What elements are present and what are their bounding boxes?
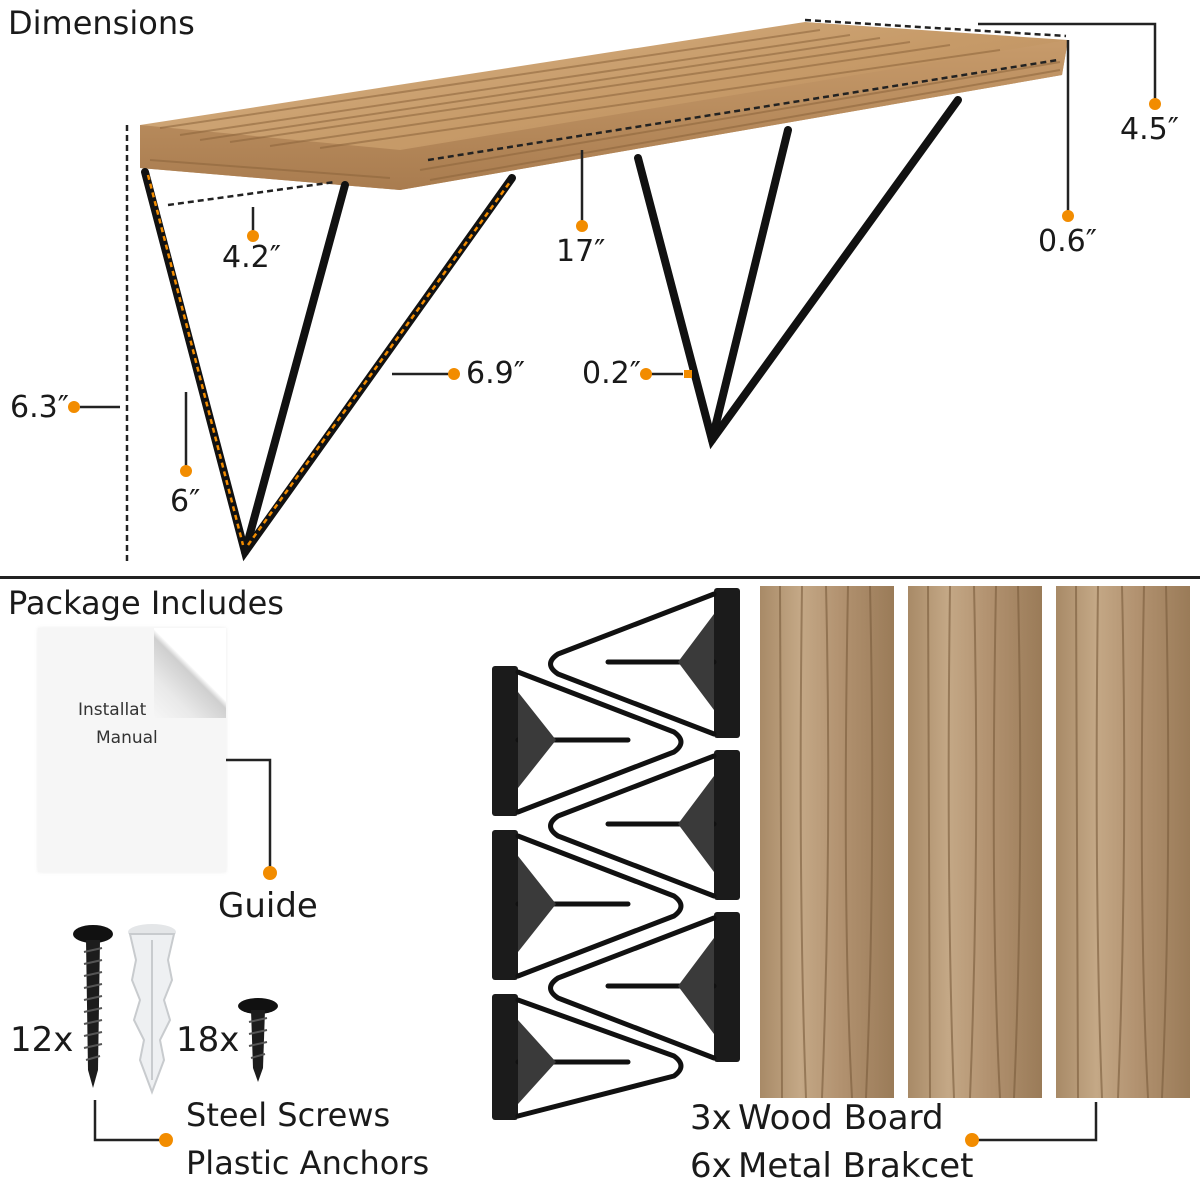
- plastic-anchor-icon: [128, 924, 176, 1095]
- anchors-count: 18x: [176, 1020, 240, 1060]
- package-title: Package Includes: [8, 584, 284, 622]
- hardware-illustration: [73, 924, 278, 1147]
- manual-text-1: Installat: [78, 700, 147, 720]
- bracket-icon: [548, 750, 740, 900]
- boards-count: 3x: [690, 1098, 732, 1138]
- bracket-icon: [548, 588, 740, 738]
- installation-manual: Installat Manual: [38, 628, 226, 872]
- steel-screw-icon: [73, 925, 113, 1088]
- bracket-icon: [492, 830, 684, 980]
- bracket-icon: [492, 994, 684, 1120]
- right-bracket: [634, 96, 962, 450]
- label-length: 17″: [556, 234, 606, 269]
- wood-boards-illustration: [760, 585, 1190, 1099]
- wood-board-icon: [760, 585, 894, 1099]
- boards-label: Wood Board: [738, 1098, 944, 1138]
- boards-callout: [965, 1102, 1098, 1147]
- screws-label: Steel Screws: [186, 1096, 391, 1134]
- short-screw-icon: [238, 998, 278, 1082]
- manual-page-curl: [154, 628, 226, 718]
- brackets-count: 6x: [690, 1146, 732, 1186]
- bracket-icon: [548, 912, 740, 1062]
- manual-text-2: Manual: [96, 728, 158, 748]
- section-divider: [0, 576, 1200, 579]
- shelf-diagram: [68, 18, 1161, 563]
- metal-brackets-illustration: [492, 588, 740, 1120]
- label-diagonal: 6.9″: [466, 356, 525, 391]
- label-bracket-depth: 4.2″: [222, 240, 281, 275]
- dimensions-title: Dimensions: [8, 4, 195, 42]
- guide-callout: [226, 758, 277, 880]
- bracket-icon: [492, 666, 684, 816]
- label-thickness: 0.6″: [1038, 224, 1097, 259]
- label-depth-top: 4.5″: [1120, 112, 1179, 147]
- brackets-label: Metal Brakcet: [738, 1146, 974, 1186]
- label-bracket-height: 6″: [170, 484, 201, 519]
- shelf-board: [140, 22, 1068, 190]
- wood-board-icon: [1056, 585, 1190, 1099]
- annotation-dots: [68, 98, 1161, 477]
- wood-board-icon: [908, 585, 1042, 1099]
- label-rod: 0.2″: [582, 356, 641, 391]
- anchors-label: Plastic Anchors: [186, 1144, 430, 1182]
- guide-label: Guide: [218, 886, 318, 926]
- screws-count: 12x: [10, 1020, 74, 1060]
- label-height-total: 6.3″: [10, 390, 69, 425]
